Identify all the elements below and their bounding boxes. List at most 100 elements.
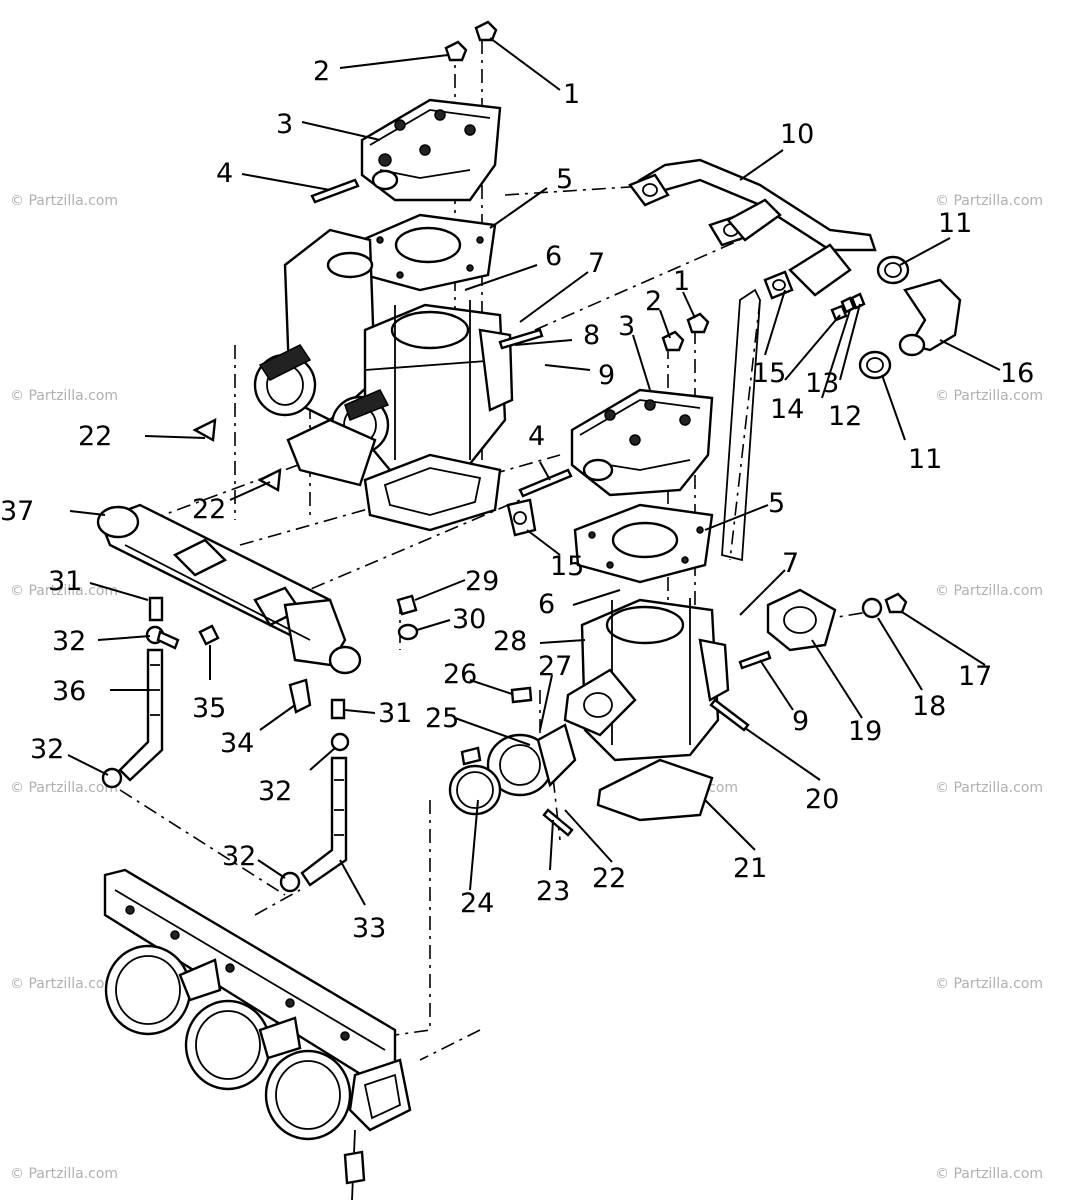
callout-15b: 15 [550, 551, 584, 582]
callout-27: 27 [538, 651, 572, 682]
watermark-text: © Partzilla.com [935, 780, 1043, 796]
cylinder-head-rear [360, 98, 502, 202]
callout-31b: 31 [378, 698, 412, 729]
callout-19: 19 [848, 716, 882, 747]
callout-1: 1 [563, 79, 580, 110]
watermark-text: © Partzilla.com [935, 1166, 1043, 1182]
callout-28: 28 [493, 626, 527, 657]
callout-5b: 5 [768, 488, 785, 519]
callout-32c: 32 [258, 776, 292, 807]
exhaust-clamps [858, 255, 910, 380]
stud-rear [310, 178, 360, 204]
small-screws [510, 686, 574, 837]
stud-front [518, 468, 573, 498]
hose-clamp [448, 746, 502, 816]
watermark-text: © Partzilla.com [10, 583, 118, 599]
exhaust-flange-rear [253, 344, 317, 417]
callout-32b: 32 [30, 734, 64, 765]
callout-33: 33 [352, 913, 386, 944]
callout-22: 22 [78, 421, 112, 452]
watermark-text: © Partzilla.com [10, 780, 118, 796]
head-gasket-front [573, 503, 714, 584]
head-gasket-rear [360, 213, 497, 292]
callout-3: 3 [276, 109, 293, 140]
callout-11b: 11 [908, 444, 942, 475]
callout-5: 5 [556, 164, 573, 195]
callout-11: 11 [938, 208, 972, 239]
callout-3b: 3 [618, 311, 635, 342]
callout-8: 8 [583, 320, 600, 351]
callout-16: 16 [1000, 358, 1034, 389]
callout-34: 34 [220, 728, 254, 759]
hoses [101, 648, 348, 893]
cylinder-rear [283, 228, 514, 472]
callout-17: 17 [958, 661, 992, 692]
callout-32d: 32 [222, 841, 256, 872]
watermark-text: © Partzilla.com [935, 976, 1043, 992]
watermark-text: © Partzilla.com [10, 388, 118, 404]
watermark-text: © Partzilla.com [935, 388, 1043, 404]
callout-7b: 7 [782, 548, 799, 579]
callout-15: 15 [752, 358, 786, 389]
callout-7: 7 [588, 248, 605, 279]
watermark-text: © Partzilla.com [10, 1166, 118, 1182]
callout-23: 23 [536, 876, 570, 907]
callout-1b: 1 [673, 266, 690, 297]
watermark-text: © Partzilla.com [935, 193, 1043, 209]
exhaust-manifold-gasket [766, 588, 837, 652]
callout-6b: 6 [538, 589, 555, 620]
callout-26: 26 [443, 659, 477, 690]
base-gasket-front [596, 758, 714, 822]
cylinder-head-front [570, 388, 714, 497]
callout-9: 9 [598, 360, 615, 391]
watermarks: © Partzilla.com © Partzilla.com © Partzi… [10, 193, 1043, 1182]
exhaust-gasket-small [506, 498, 537, 537]
callout-25: 25 [425, 703, 459, 734]
cylinder-head-nuts-rear [444, 20, 498, 62]
base-gasket-rear [286, 418, 502, 532]
callout-14: 14 [770, 394, 804, 425]
exhaust-elbow [898, 278, 962, 357]
callout-18: 18 [912, 691, 946, 722]
callout-4b: 4 [528, 421, 545, 452]
callout-37: 37 [0, 496, 34, 527]
callout-9b: 9 [792, 706, 809, 737]
reed-valve-intake [486, 723, 577, 797]
cylinder-front [563, 598, 730, 762]
callout-20: 20 [805, 784, 839, 815]
callout-29: 29 [465, 566, 499, 597]
watermark-text: © Partzilla.com [10, 193, 118, 209]
fittings-left [145, 417, 419, 752]
callout-2b: 2 [645, 286, 662, 317]
cylinder-head-nuts-front [661, 312, 710, 352]
callout-22c: 22 [592, 863, 626, 894]
callout-numbers: 1 2 3 4 5 6 7 8 9 10 11 1 2 3 15 13 14 1… [0, 56, 1034, 944]
callout-13: 13 [805, 368, 839, 399]
callout-32: 32 [52, 626, 86, 657]
callout-2: 2 [313, 56, 330, 87]
callout-24: 24 [460, 888, 494, 919]
throttle-cable [343, 1129, 366, 1200]
callout-36: 36 [52, 676, 86, 707]
callout-12: 12 [828, 401, 862, 432]
callout-31: 31 [48, 566, 82, 597]
callout-6: 6 [545, 241, 562, 272]
watermark-text: © Partzilla.com [935, 583, 1043, 599]
exhaust-pipe [628, 158, 877, 300]
watermark-text: © Partzilla.com [10, 976, 118, 992]
washer-nut-right [861, 592, 908, 619]
callout-10: 10 [780, 119, 814, 150]
throttle-bodies [104, 944, 412, 1141]
studs-right [498, 328, 772, 732]
drain-tube [721, 288, 761, 562]
leader-lines [67, 37, 1001, 906]
callout-35: 35 [192, 693, 226, 724]
callout-22b: 22 [192, 494, 226, 525]
callout-21: 21 [733, 853, 767, 884]
callout-30: 30 [452, 604, 486, 635]
water-manifold [96, 503, 362, 675]
callout-4: 4 [216, 158, 233, 189]
fitting-parts-12-14 [830, 292, 866, 322]
